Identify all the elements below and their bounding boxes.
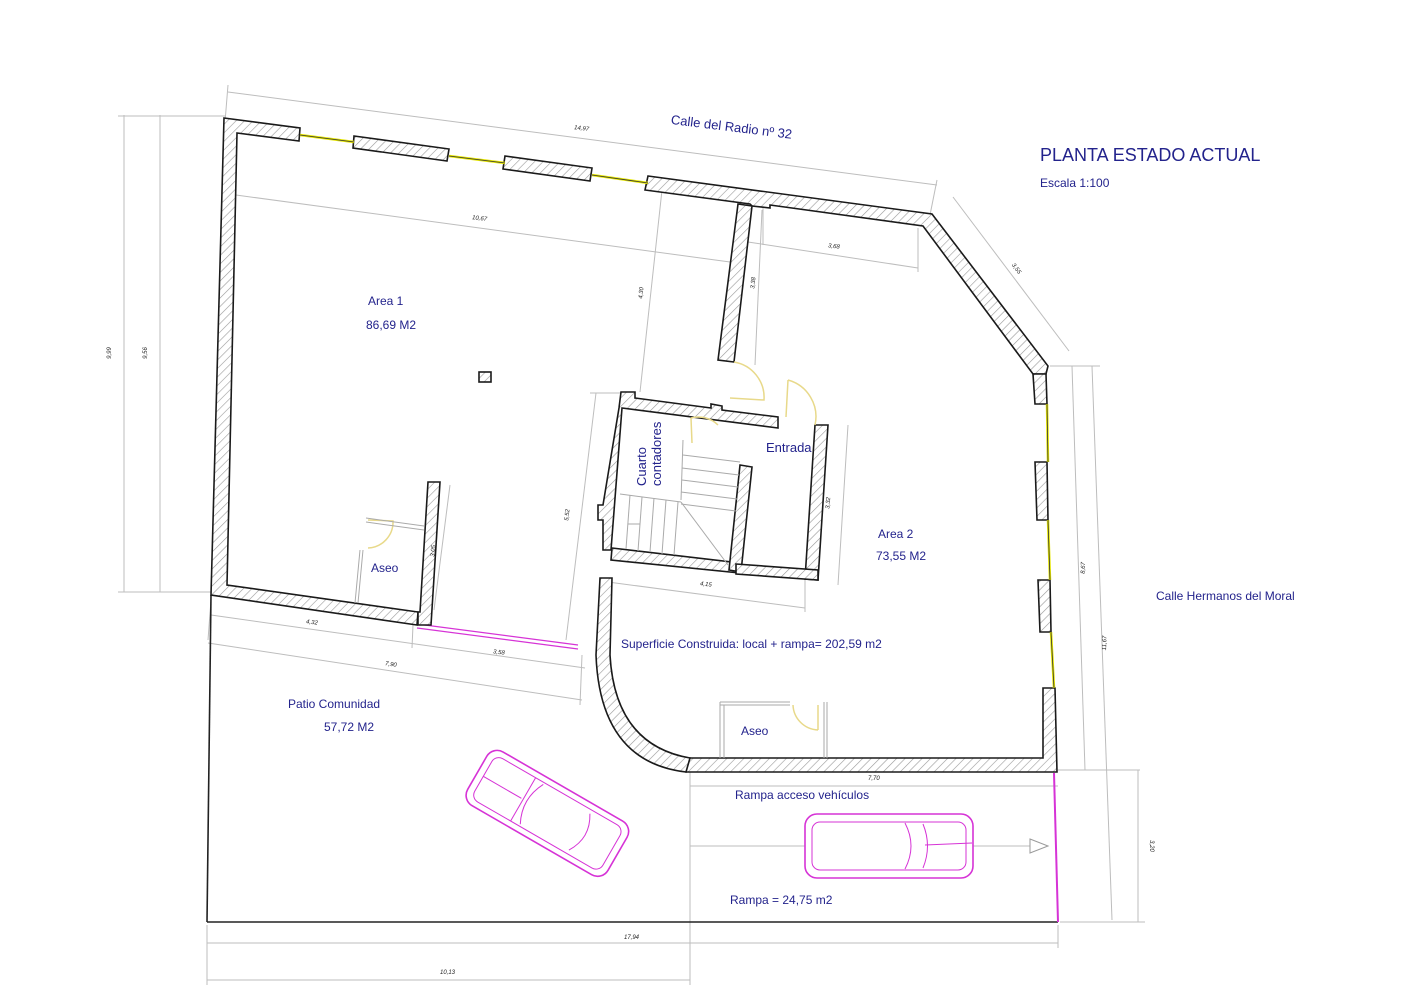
- patio-size: 57,72 M2: [324, 720, 375, 734]
- ramp-gate-magenta: [1053, 772, 1059, 923]
- plan-title: PLANTA ESTADO ACTUAL: [1040, 145, 1261, 165]
- car-patio: [465, 749, 630, 878]
- dim-bottom-left-b: 3,58: [492, 649, 506, 657]
- dim-ramp-width: 7,70: [868, 776, 880, 782]
- dim-stair-vertical: 5,52: [564, 508, 572, 522]
- street-east-label: Calle Hermanos del Moral: [1156, 589, 1295, 603]
- dim-stair-width: 4,15: [699, 581, 713, 589]
- area1-name: Area 1: [368, 294, 404, 308]
- superficie-summary: Superficie Construida: local + rampa= 20…: [621, 637, 882, 651]
- area2-name: Area 2: [878, 527, 914, 541]
- staircase: [619, 439, 741, 566]
- aseo-partitions: [354, 517, 828, 758]
- aseo2-label: Aseo: [741, 724, 769, 738]
- dim-right-inner: 8,67: [1080, 562, 1088, 574]
- dim-site-total: 17,94: [624, 935, 640, 941]
- dim-left-outer: 9,99: [106, 347, 113, 359]
- dimension-lines: [118, 84, 1145, 985]
- car-ramp: [804, 813, 974, 879]
- dim-entrada-vertical: 3,32: [825, 496, 833, 510]
- plan-scale: Escala 1:100: [1040, 176, 1110, 190]
- patio-name: Patio Comunidad: [288, 697, 381, 711]
- site-outline: [206, 594, 1058, 923]
- entrada-label: Entrada: [766, 440, 812, 455]
- rampa-area: Rampa = 24,75 m2: [730, 893, 833, 907]
- area2-size: 73,55 M2: [876, 549, 927, 563]
- dim-aseo-vertical: 3,05: [430, 544, 438, 558]
- ramp-direction-arrow: [1029, 838, 1050, 854]
- dim-mid-vertical: 4,30: [638, 286, 646, 300]
- dim-partition: 3,38: [750, 276, 758, 290]
- dim-left-inner: 9,56: [142, 347, 149, 359]
- dim-bottom-left-a: 4,32: [305, 619, 319, 627]
- rampa-label: Rampa acceso vehículos: [735, 788, 870, 802]
- area1-size: 86,69 M2: [366, 318, 417, 332]
- dim-site-partial: 10,13: [440, 970, 456, 976]
- dim-right-top: 3,68: [827, 243, 841, 251]
- patio-gate-magenta: [416, 623, 579, 650]
- cuarto-line1: Cuarto: [634, 446, 649, 486]
- cuarto-contadores-label: Cuarto contadores: [634, 422, 664, 486]
- aseo1-label: Aseo: [371, 561, 399, 575]
- dim-ramp-height: 3,20: [1147, 840, 1154, 852]
- cuarto-line2: contadores: [649, 421, 664, 486]
- dim-right-outer: 11,67: [1102, 635, 1109, 651]
